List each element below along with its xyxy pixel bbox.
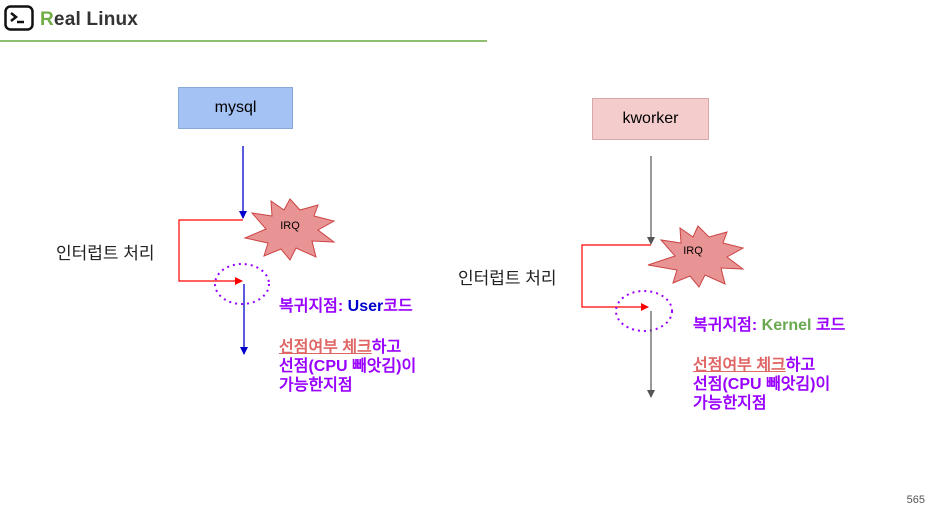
kworker-label: kworker (622, 110, 679, 127)
left-interrupt-label: 인터럽트 처리 (56, 244, 155, 263)
kworker-process-box: kworker (592, 98, 709, 140)
left-resume-point-circle (214, 263, 270, 305)
right-flow (581, 156, 745, 398)
terminal-icon (4, 5, 34, 31)
mysql-process-box: mysql (178, 87, 293, 129)
left-preemption-desc: 선점여부 체크하고 선점(CPU 빼앗김)이 가능한지점 (279, 339, 417, 394)
right-irq-burst (647, 225, 745, 288)
left-irq-burst (243, 198, 336, 261)
right-interrupt-label: 인터럽트 처리 (458, 269, 557, 288)
mysql-label: mysql (214, 99, 257, 116)
right-interrupt-path (581, 244, 651, 311)
right-preemption-desc: 선점여부 체크하고 선점(CPU 빼앗김)이 가능한지점 (693, 357, 831, 412)
right-resume-point-circle (615, 290, 673, 332)
right-irq-label: IRQ (683, 245, 703, 257)
slide-header: Real Linux (0, 0, 490, 42)
header-rule (0, 40, 487, 42)
left-resume-point-text: 복귀지점: User코드 (279, 298, 413, 315)
left-interrupt-path (178, 219, 243, 285)
slide-title: Real Linux (40, 9, 139, 30)
page-number: 565 (906, 494, 925, 506)
left-irq-label: IRQ (280, 220, 300, 232)
left-flow (178, 146, 336, 355)
right-resume-point-text: 복귀지점: Kernel 코드 (693, 317, 846, 334)
